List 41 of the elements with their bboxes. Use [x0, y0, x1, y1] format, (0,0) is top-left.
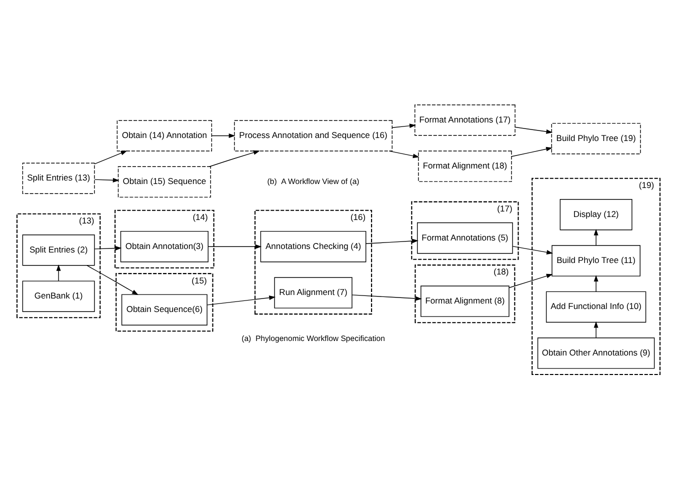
- arrow: [94, 150, 128, 164]
- node-box: Format Annotations (5): [417, 222, 513, 254]
- node-box: Obtain Annotation(3): [120, 230, 208, 262]
- node-box: Build Phylo Tree (19): [551, 122, 641, 154]
- node-box: Annotations Checking (4): [260, 230, 366, 262]
- arrow: [594, 321, 598, 338]
- node-box: Add Functional Info (10): [546, 291, 646, 323]
- arrow: [211, 134, 236, 138]
- node-box: Obtain Other Annotations (9): [537, 338, 655, 369]
- node-box: Format Annotations (17): [414, 104, 516, 136]
- arrow: [86, 265, 138, 295]
- arrow: [209, 150, 260, 167]
- arrow: [511, 146, 553, 157]
- label: (a) Phylogenomic Workflow Specification: [242, 334, 385, 343]
- node-box: Split Entries (13): [22, 162, 95, 194]
- arrow: [594, 275, 598, 292]
- arrow: [594, 228, 598, 246]
- arrow: [206, 296, 276, 306]
- node-box: Split Entries (2): [22, 234, 95, 266]
- node-box: Obtain (14) Annotation: [116, 120, 212, 152]
- node-box: GenBank (1): [22, 280, 95, 312]
- arrow: [56, 264, 61, 282]
- arrow: [352, 294, 422, 301]
- arrow: [366, 238, 418, 244]
- node-box: Display (12): [560, 198, 632, 230]
- arrow: [512, 246, 554, 254]
- label: (b) A Workflow View of (a): [267, 176, 360, 186]
- arrow: [392, 124, 416, 128]
- node-box: Format Alignment (8): [420, 286, 510, 317]
- arrow: [508, 274, 553, 288]
- arrow: [389, 150, 420, 158]
- node-box: Obtain Sequence(6): [121, 294, 208, 326]
- node-box: Run Alignment (7): [274, 277, 352, 308]
- node-box: Process Annotation and Sequence (16): [234, 120, 392, 152]
- node-box: Format Alignment (18): [418, 150, 512, 182]
- arrow: [208, 244, 262, 249]
- node-box: Obtain (15) Sequence: [118, 166, 211, 198]
- arrow: [94, 178, 120, 182]
- node-box: Build Phylo Tree (11): [552, 245, 640, 276]
- arrow: [94, 246, 122, 250]
- arrow: [514, 126, 553, 134]
